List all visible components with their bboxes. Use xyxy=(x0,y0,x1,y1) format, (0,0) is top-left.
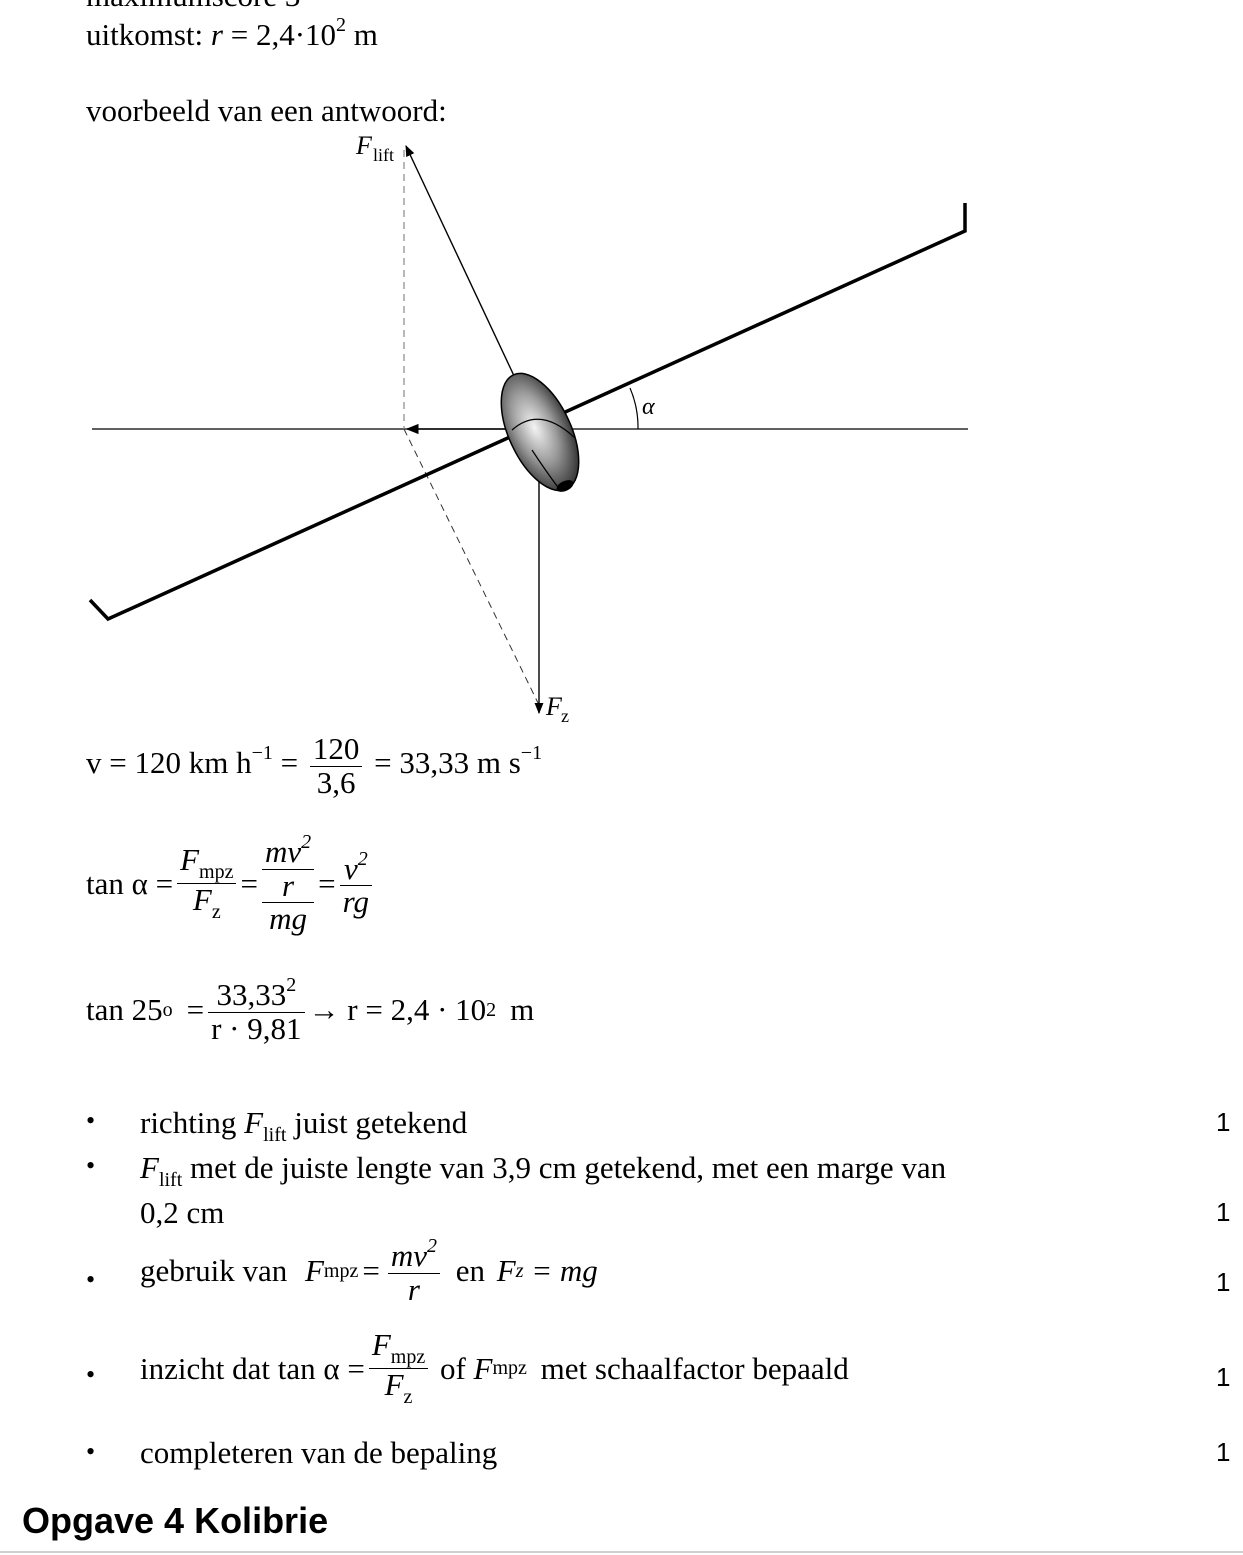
eq1-lhs-exp: −1 xyxy=(251,742,273,765)
bullet: • xyxy=(86,1151,96,1180)
alpha-arc xyxy=(629,387,639,430)
result-label: uitkomst: xyxy=(86,17,204,52)
criterion-2-line2: 0,2 cm xyxy=(140,1195,225,1230)
eq3-rhs: → r = 2,4 · 10 xyxy=(308,992,487,1028)
eq3-fraction: 33,332 r · 9,81 xyxy=(208,975,305,1045)
f-z-label: F xyxy=(545,692,563,721)
eq3-unit: m xyxy=(510,992,535,1028)
eq2-frac2: mv2 r mg xyxy=(261,832,315,936)
f-lift-sub: lift xyxy=(373,145,394,165)
bullet: • xyxy=(86,1106,96,1135)
points-1: 1 xyxy=(1216,1107,1231,1137)
result-var: r xyxy=(210,17,223,52)
aircraft-body xyxy=(500,372,580,492)
equation-tan: tan α = Fmpz Fz = mv2 r mg = v2 rg xyxy=(86,832,376,936)
eq2-lhs: tan α = xyxy=(86,865,174,901)
example-label: voorbeeld van een antwoord: xyxy=(86,93,447,128)
eq3-deg: o xyxy=(162,998,173,1021)
result-line: uitkomst: r = 2,4·102 m xyxy=(86,14,378,53)
section-heading: Opgave 4 Kolibrie xyxy=(22,1500,329,1541)
points-2: 1 xyxy=(1216,1197,1231,1227)
eq1-rhs-exp: −1 xyxy=(520,742,543,765)
bullet: • xyxy=(86,1265,96,1294)
dashed-diagonal xyxy=(403,428,540,706)
points-5: 1 xyxy=(1216,1437,1231,1467)
eq2-frac1: Fmpz Fz xyxy=(177,844,237,923)
force-diagram: F lift α F z xyxy=(88,131,968,726)
bullet: • xyxy=(86,1360,96,1389)
points-3: 1 xyxy=(1216,1267,1231,1297)
alpha-label: α xyxy=(642,394,655,420)
page-divider xyxy=(0,1551,1243,1553)
bullet: • xyxy=(86,1437,96,1466)
eq1-rhs: = 33,33 m s xyxy=(374,745,521,781)
cut-header: maximumscore 3 xyxy=(86,0,300,14)
points-4: 1 xyxy=(1216,1362,1231,1392)
f-lift-label: F xyxy=(355,131,373,160)
criterion-2: Flift met de juiste lengte van 3,9 cm ge… xyxy=(140,1150,947,1191)
criterion-5: completeren van de bepaling xyxy=(140,1435,498,1470)
eq3-lhs: tan 25 xyxy=(86,992,163,1028)
eq3-rhs-exp: 2 xyxy=(486,998,497,1021)
eq2-frac3: v2 rg xyxy=(339,848,373,919)
result-eq: = 2,4·10 xyxy=(230,17,337,52)
criterion-1: richting Flift juist getekend xyxy=(140,1105,468,1146)
f-z-sub: z xyxy=(561,706,569,726)
eq1-lhs: v = 120 km h xyxy=(86,745,252,781)
result-exp: 2 xyxy=(336,14,347,36)
result-unit: m xyxy=(353,17,378,52)
